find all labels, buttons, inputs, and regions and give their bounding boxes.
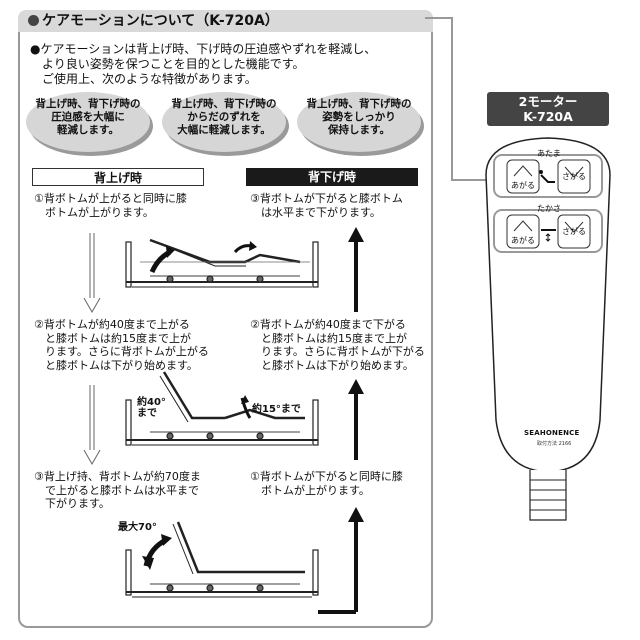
back-up-step-2: ②背ボトムが約40度まで上がる と膝ボトムは約15度まで上が ります。さらに背ボ… <box>34 318 209 372</box>
bullet-icon <box>28 15 39 26</box>
bed-diagram-3 <box>125 521 319 598</box>
down-flow-arrow-1 <box>83 233 101 314</box>
feature-oval-1 <box>26 92 150 152</box>
up-flow-arrow-3 <box>318 507 364 614</box>
remote-header: 2モーター K-720A <box>487 92 609 126</box>
up-flow-arrow-2 <box>348 379 364 460</box>
back-up-step-3: ③背上げ持、背ボトムが約70度ま で上がると膝ボトムは水平まで 下がります。 <box>34 470 201 510</box>
takasa-label: たかさ <box>537 204 561 213</box>
atama-up-label: あがる <box>511 181 535 190</box>
intro-text: ●ケアモーションは背上げ時、下げ時の圧迫感やずれを軽減し、 より良い姿勢を保つこ… <box>30 42 377 86</box>
title-text: ケアモーションについて（K-720A） <box>42 13 279 29</box>
atama-down-label: さがる <box>562 172 586 181</box>
remote-body <box>485 137 611 521</box>
angle-label-15: 約15°まで <box>252 404 301 415</box>
takasa-up-label: あがる <box>511 236 535 245</box>
atama-down-button[interactable] <box>557 159 591 194</box>
up-flow-arrow-1 <box>348 227 364 312</box>
back-down-step-1: ①背ボトムが下がると同時に膝 ボトムが上がります。 <box>250 470 403 497</box>
takasa-down-button[interactable] <box>557 214 591 249</box>
atama-up-button[interactable] <box>506 159 540 194</box>
feature-text-2: 背上げ時、背下げ時の からだのずれを 大幅に軽減します。 <box>171 98 277 136</box>
height-bed-icon <box>541 229 556 242</box>
down-flow-arrow-2 <box>83 385 101 466</box>
head-bed-icon <box>539 170 555 183</box>
remote-brand: SEAHONENCE <box>524 429 580 437</box>
back-down-header: 背下げ時 <box>246 168 418 186</box>
angle-label-40: 約40° まで <box>137 397 166 419</box>
feature-oval-3 <box>297 92 421 152</box>
takasa-up-button[interactable] <box>506 214 540 249</box>
connector-line <box>425 17 495 181</box>
back-down-step-2: ②背ボトムが約40度まで下がる と膝ボトムは約15度まで上が ります。さらに背ボ… <box>250 318 425 372</box>
back-up-header: 背上げ時 <box>32 168 204 186</box>
bed-diagram-2 <box>125 371 319 446</box>
remote-subtext: 取付方法 2166 <box>537 441 572 447</box>
feature-text-3: 背上げ時、背下げ時の 姿勢をしっかり 保持します。 <box>306 98 412 136</box>
atama-label: あたま <box>537 149 561 158</box>
back-up-step-1: ①背ボトムが上がると同時に膝 ボトムが上がります。 <box>34 192 187 219</box>
panel-title: ケアモーションについて（K-720A） <box>28 11 279 31</box>
takasa-down-label: さがる <box>562 227 586 236</box>
bed-diagram-1 <box>125 238 319 288</box>
back-down-step-3: ③背ボトムが下がると膝ボトム は水平まで下がります。 <box>250 192 403 219</box>
title-bar <box>18 10 433 32</box>
feature-text-1: 背上げ時、背下げ時の 圧迫感を大幅に 軽減します。 <box>35 98 141 136</box>
angle-label-70: 最大70° <box>118 522 157 533</box>
feature-oval-2 <box>162 92 286 152</box>
